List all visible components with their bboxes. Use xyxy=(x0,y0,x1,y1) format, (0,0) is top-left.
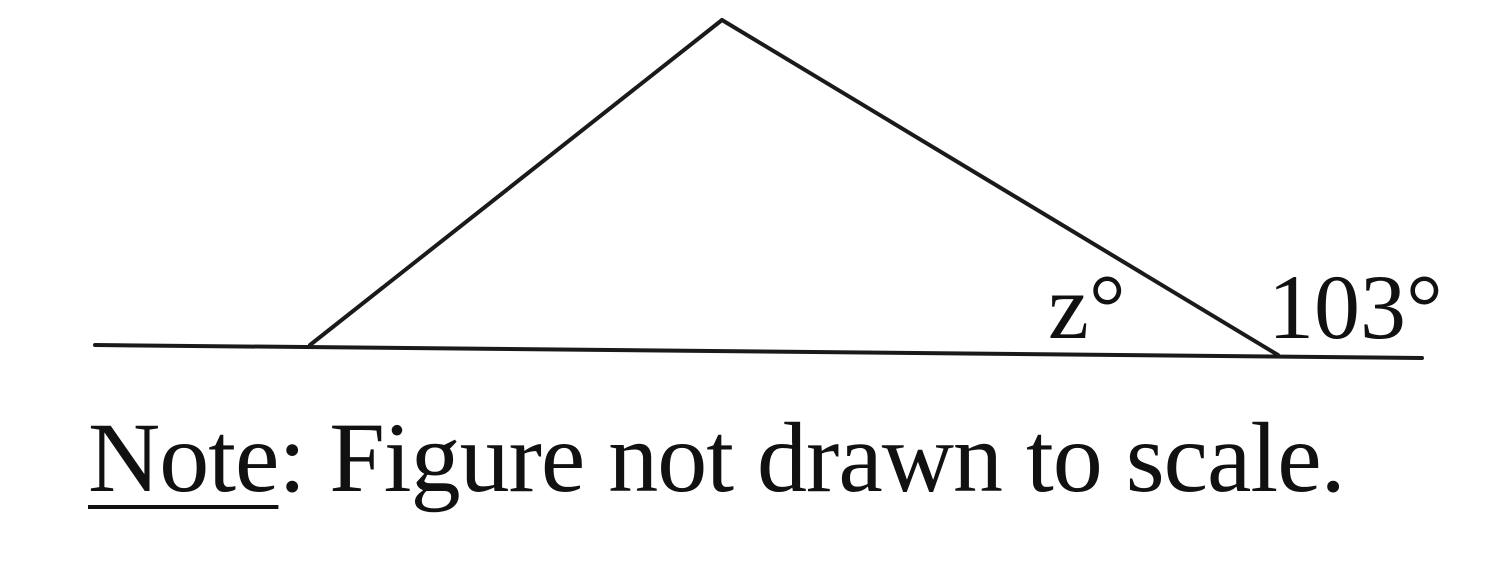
angle-103-label: 103° xyxy=(1268,256,1443,358)
figure-note: Note: Figure not drawn to scale. xyxy=(88,408,1346,508)
right-side xyxy=(720,18,1280,357)
baseline xyxy=(93,343,1424,360)
note-lead: Note xyxy=(88,402,279,513)
left-side xyxy=(308,18,724,347)
note-separator: : xyxy=(278,402,306,513)
angle-z-label: z° xyxy=(1048,256,1126,358)
note-text: Figure not drawn to scale. xyxy=(305,402,1345,513)
